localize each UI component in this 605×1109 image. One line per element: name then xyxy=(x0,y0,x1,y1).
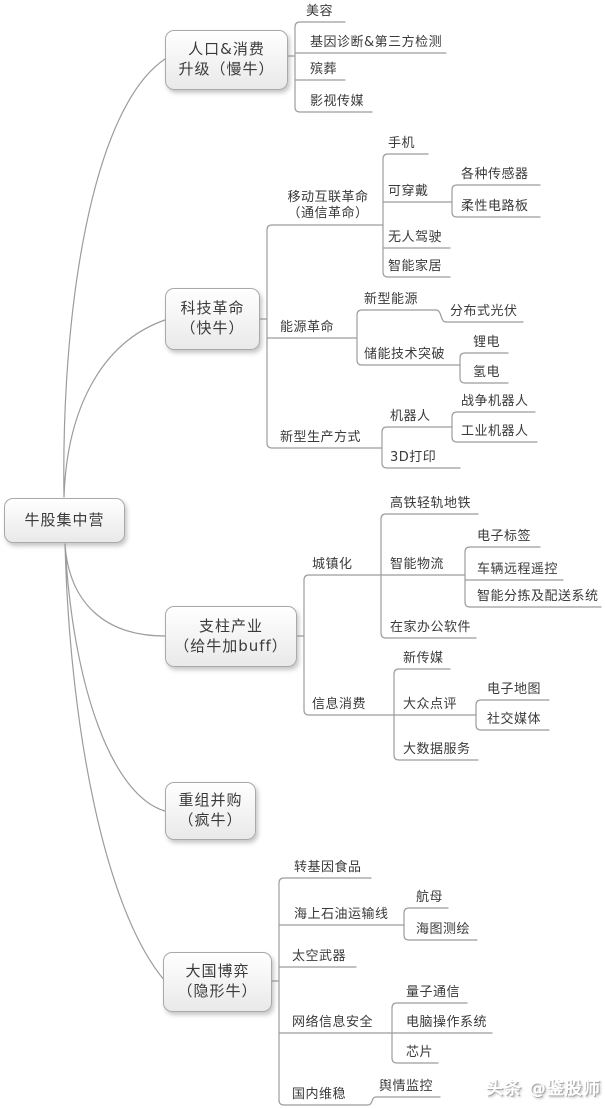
main-topic-merger: 重组并购 （疯牛） xyxy=(165,782,256,840)
subtopic: 影视传媒 xyxy=(310,94,365,109)
subtopic: 太空武器 xyxy=(292,949,347,964)
subtopic: 可穿戴 xyxy=(388,184,429,199)
main-topic-label: 支柱产业 xyxy=(198,616,263,635)
main-topic-label: （疯牛） xyxy=(178,811,243,829)
subtopic: 在家办公软件 xyxy=(390,620,472,635)
central-topic: 牛股集中营 xyxy=(4,498,125,543)
main-topic-label: 重组并购 xyxy=(178,791,243,810)
main-topic-label: （隐形牛） xyxy=(177,982,258,1000)
subtopic: 战争机器人 xyxy=(461,394,529,409)
subtopic: 智能物流 xyxy=(390,557,445,572)
main-topic-population: 人口&消费 升级（慢牛） xyxy=(165,30,288,90)
subtopic: 能源革命 xyxy=(280,320,335,335)
subtopic: 手机 xyxy=(388,136,416,151)
main-topic-label: （快牛） xyxy=(180,319,245,337)
subtopic: 车辆远程遥控 xyxy=(477,562,559,577)
subtopic: 信息消费 xyxy=(312,697,367,712)
subtopic: 储能技术突破 xyxy=(364,347,446,362)
subtopic: 机器人 xyxy=(390,409,431,424)
subtopic: 锂电 xyxy=(473,335,501,350)
subtopic: 社交媒体 xyxy=(487,712,542,727)
subtopic: 航母 xyxy=(416,890,444,905)
subtopic: 大数据服务 xyxy=(403,742,471,757)
subtopic: 3D打印 xyxy=(390,450,437,465)
subtopic: 转基因食品 xyxy=(294,860,362,875)
subtopic: 基因诊断&第三方检测 xyxy=(310,35,443,50)
main-topic-label: 升级（慢牛） xyxy=(178,60,275,78)
subtopic: 网络信息安全 xyxy=(292,1015,374,1030)
main-topic-tech: 科技革命 （快牛） xyxy=(165,288,260,350)
main-topic-label: 人口&消费 xyxy=(188,40,265,59)
subtopic: 芯片 xyxy=(406,1045,434,1060)
subtopic: 新型生产方式 xyxy=(280,430,362,445)
subtopic: 美容 xyxy=(306,4,334,19)
subtopic: 智能分拣及配送系统 xyxy=(477,589,599,604)
subtopic: 殡葬 xyxy=(310,62,338,77)
subtopic-mobile-internet: 移动互联革命 （通信革命） xyxy=(273,190,383,222)
subtopic: 海图测绘 xyxy=(416,922,471,937)
subtopic-label: 移动互联革命 xyxy=(287,190,369,205)
main-topic-geopolitics: 大国博弈 （隐形牛） xyxy=(163,952,272,1012)
subtopic: 分布式光伏 xyxy=(450,304,518,319)
subtopic: 大众点评 xyxy=(403,697,458,712)
subtopic: 海上石油运输线 xyxy=(294,907,389,922)
main-topic-label: 科技革命 xyxy=(180,299,245,318)
main-topic-label: 大国博弈 xyxy=(185,962,250,981)
subtopic: 新型能源 xyxy=(364,292,419,307)
watermark: 头条 @鉴股师 xyxy=(486,1079,601,1099)
population-branch-lines xyxy=(287,21,447,113)
tech-branch-lines xyxy=(259,153,541,469)
main-topic-label: （给牛加buff） xyxy=(174,636,288,655)
subtopic: 无人驾驶 xyxy=(388,230,443,245)
subtopic: 智能家居 xyxy=(388,259,443,274)
subtopic: 高铁轻轨地铁 xyxy=(390,496,472,511)
subtopic: 电子标签 xyxy=(477,529,532,544)
subtopic: 国内维稳 xyxy=(292,1087,347,1102)
subtopic: 舆情监控 xyxy=(379,1079,434,1094)
subtopic: 氢电 xyxy=(473,365,501,380)
subtopic-label: （通信革命） xyxy=(287,206,369,221)
subtopic: 城镇化 xyxy=(312,557,353,572)
subtopic: 量子通信 xyxy=(406,985,461,1000)
pillar-branch-lines xyxy=(296,513,602,761)
geopolitics-branch-lines xyxy=(271,877,493,1106)
subtopic: 电脑操作系统 xyxy=(406,1015,488,1030)
subtopic: 工业机器人 xyxy=(461,424,529,439)
subtopic: 新传媒 xyxy=(403,651,444,666)
main-topic-pillar: 支柱产业 （给牛加buff） xyxy=(165,606,297,667)
central-topic-label: 牛股集中营 xyxy=(24,510,105,529)
subtopic: 各种传感器 xyxy=(461,167,529,182)
root-branch-curves xyxy=(63,58,166,982)
subtopic: 柔性电路板 xyxy=(461,199,529,214)
subtopic: 电子地图 xyxy=(487,682,542,697)
